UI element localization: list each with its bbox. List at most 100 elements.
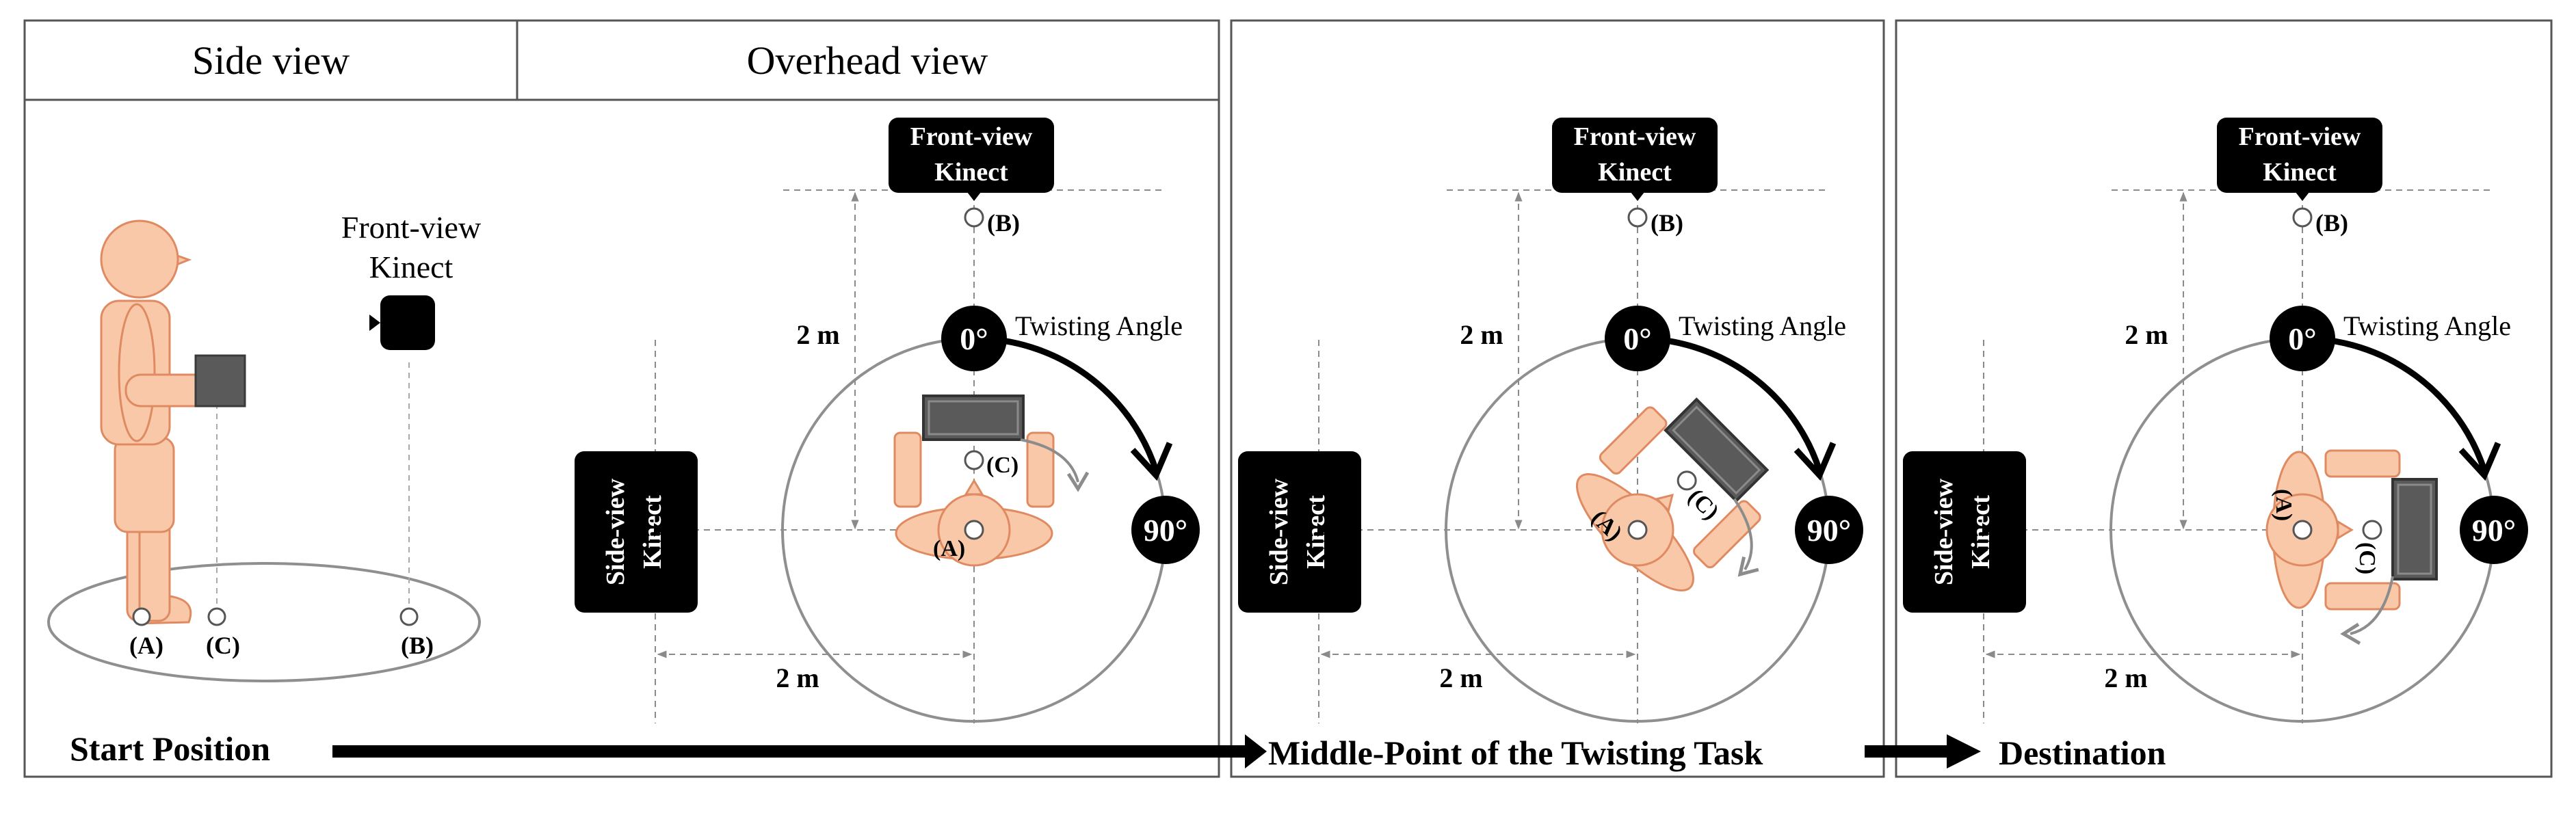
twist-angle-arrowhead bbox=[2458, 442, 2501, 481]
dim-label-vertical: 2 m bbox=[1460, 319, 1503, 350]
twist-angle-caption: Twisting Angle bbox=[1015, 310, 1183, 341]
marker-b-label: (B) bbox=[987, 209, 1020, 237]
carried-box bbox=[194, 354, 246, 408]
side-marker-b-label: (B) bbox=[401, 632, 434, 659]
side-kinect-label-1: Side-view bbox=[601, 478, 630, 585]
side-camera-label-2: Kinect bbox=[369, 250, 454, 284]
subject-rotator-middle: (C) (A) bbox=[1575, 397, 1770, 592]
twist-angle-caption: Twisting Angle bbox=[2343, 310, 2511, 341]
front-kinect-label-1: Front-view bbox=[910, 122, 1033, 151]
dim-label-horizontal: 2 m bbox=[2104, 663, 2147, 693]
subject-left-arm bbox=[2324, 449, 2401, 478]
overhead-panel-start: 2 m 2 m Front-view Kinect (B) Side-view … bbox=[575, 118, 1200, 723]
side-kinect-label-2: Kinect bbox=[638, 495, 667, 569]
twist-direction-arrow bbox=[2350, 576, 2394, 635]
twist-angle-arc bbox=[973, 335, 1159, 472]
twist-angle-arrowhead bbox=[1130, 442, 1173, 481]
marker-a-label: (A) bbox=[2271, 489, 2296, 521]
twist-direction-arrow bbox=[1020, 438, 1079, 483]
marker-c-dot bbox=[964, 450, 984, 470]
angle-end-badge bbox=[2460, 496, 2528, 564]
overhead-view-header: Overhead view bbox=[747, 38, 988, 83]
front-kinect: Front-view Kinect bbox=[2217, 118, 2382, 201]
overhead-common: 2 m 2 m Front-view Kinect (B) Side-view … bbox=[1238, 118, 1863, 723]
front-kinect: Front-view Kinect bbox=[1552, 118, 1718, 201]
front-kinect-label-2: Kinect bbox=[1598, 158, 1672, 187]
subject-box bbox=[2391, 478, 2438, 580]
subject-left-arm bbox=[893, 431, 922, 508]
side-marker-a-label: (A) bbox=[129, 632, 163, 659]
floor-ellipse bbox=[47, 562, 481, 682]
person-shin-front bbox=[138, 517, 171, 622]
side-kinect-label-2: Kinect bbox=[1302, 495, 1330, 569]
marker-c-label: (C) bbox=[2354, 542, 2380, 574]
front-kinect-lens bbox=[2296, 192, 2309, 201]
subject-box-inner bbox=[928, 400, 1019, 436]
marker-b-label: (B) bbox=[1651, 209, 1683, 237]
overhead-panel-destination: 2 m 2 m Front-view Kinect (B) Side-view … bbox=[1903, 118, 2528, 723]
panel-start-frame bbox=[23, 19, 1220, 778]
side-kinect-camera bbox=[380, 295, 435, 350]
marker-c-label: (C) bbox=[986, 453, 1018, 478]
marker-b-dot bbox=[1627, 207, 1648, 228]
side-kinect: Side-view Kinect bbox=[1238, 451, 1361, 613]
stage-middle-label: Middle-Point of the Twisting Task bbox=[1268, 734, 1763, 772]
stage-arrow-2-shaft bbox=[1865, 745, 1947, 758]
side-kinect-lens bbox=[1317, 523, 1328, 537]
angle-start-badge bbox=[941, 306, 1007, 371]
subject-nose bbox=[2337, 520, 2354, 540]
side-kinect-box bbox=[575, 451, 698, 613]
front-kinect-box bbox=[1552, 118, 1718, 193]
panel-destination-frame bbox=[1895, 19, 2553, 778]
marker-b-dot bbox=[964, 207, 984, 228]
angle-start-label: 0° bbox=[960, 321, 988, 356]
side-kinect-lens bbox=[369, 315, 380, 331]
twist-direction-arrowhead bbox=[2340, 622, 2361, 645]
front-kinect-label-1: Front-view bbox=[2239, 122, 2361, 151]
person-thigh bbox=[114, 436, 175, 533]
twist-direction-arrowhead bbox=[1066, 471, 1090, 492]
side-marker-a-dot bbox=[132, 607, 151, 626]
person-arm bbox=[118, 303, 156, 442]
front-kinect-lens bbox=[967, 192, 981, 201]
angle-end-badge bbox=[1131, 496, 1200, 564]
angle-start-badge bbox=[1605, 306, 1670, 371]
standing-person bbox=[100, 219, 244, 625]
side-kinect-lens bbox=[654, 523, 665, 537]
side-kinect: Side-view Kinect bbox=[1903, 451, 2026, 613]
dim-label-vertical: 2 m bbox=[2125, 319, 2168, 350]
subject-nose bbox=[964, 479, 984, 496]
marker-b-dot bbox=[2292, 207, 2313, 228]
front-kinect-lens bbox=[1631, 192, 1644, 201]
angle-end-label: 90° bbox=[1144, 513, 1187, 548]
side-kinect-box bbox=[1903, 451, 2026, 613]
side-kinect-box bbox=[1238, 451, 1361, 613]
dim-label-horizontal: 2 m bbox=[776, 663, 819, 693]
front-kinect-label-2: Kinect bbox=[2263, 158, 2337, 187]
side-kinect-label-1: Side-view bbox=[1930, 478, 1958, 585]
panel-middle-frame bbox=[1230, 19, 1885, 778]
stage-start-label: Start Position bbox=[70, 730, 270, 768]
subject-left-arm bbox=[1599, 406, 1668, 475]
subject-box bbox=[922, 395, 1025, 441]
twist-angle-arrowhead bbox=[1793, 442, 1837, 481]
stage-destination-label: Destination bbox=[1999, 734, 2166, 772]
subject-right-arm bbox=[1026, 431, 1055, 508]
subject-right-arm bbox=[2324, 582, 2401, 611]
front-kinect: Front-view Kinect bbox=[889, 118, 1054, 201]
angle-end-label: 90° bbox=[2472, 513, 2516, 548]
angle-start-label: 0° bbox=[2288, 321, 2316, 356]
marker-c-dot bbox=[1677, 470, 1697, 491]
front-kinect-box bbox=[2217, 118, 2382, 193]
side-marker-c-dot bbox=[207, 607, 226, 626]
subject-rotator-start: (C) (A) bbox=[893, 395, 1090, 567]
dim-label-horizontal: 2 m bbox=[1439, 663, 1482, 693]
marker-b-label: (B) bbox=[2315, 209, 2348, 237]
twist-direction-arrowhead bbox=[1737, 557, 1759, 577]
side-kinect-label-1: Side-view bbox=[1265, 478, 1293, 585]
stage-arrow-1-head bbox=[1245, 734, 1267, 769]
marker-a-dot bbox=[964, 520, 984, 540]
subject-box-inner bbox=[2397, 483, 2432, 575]
